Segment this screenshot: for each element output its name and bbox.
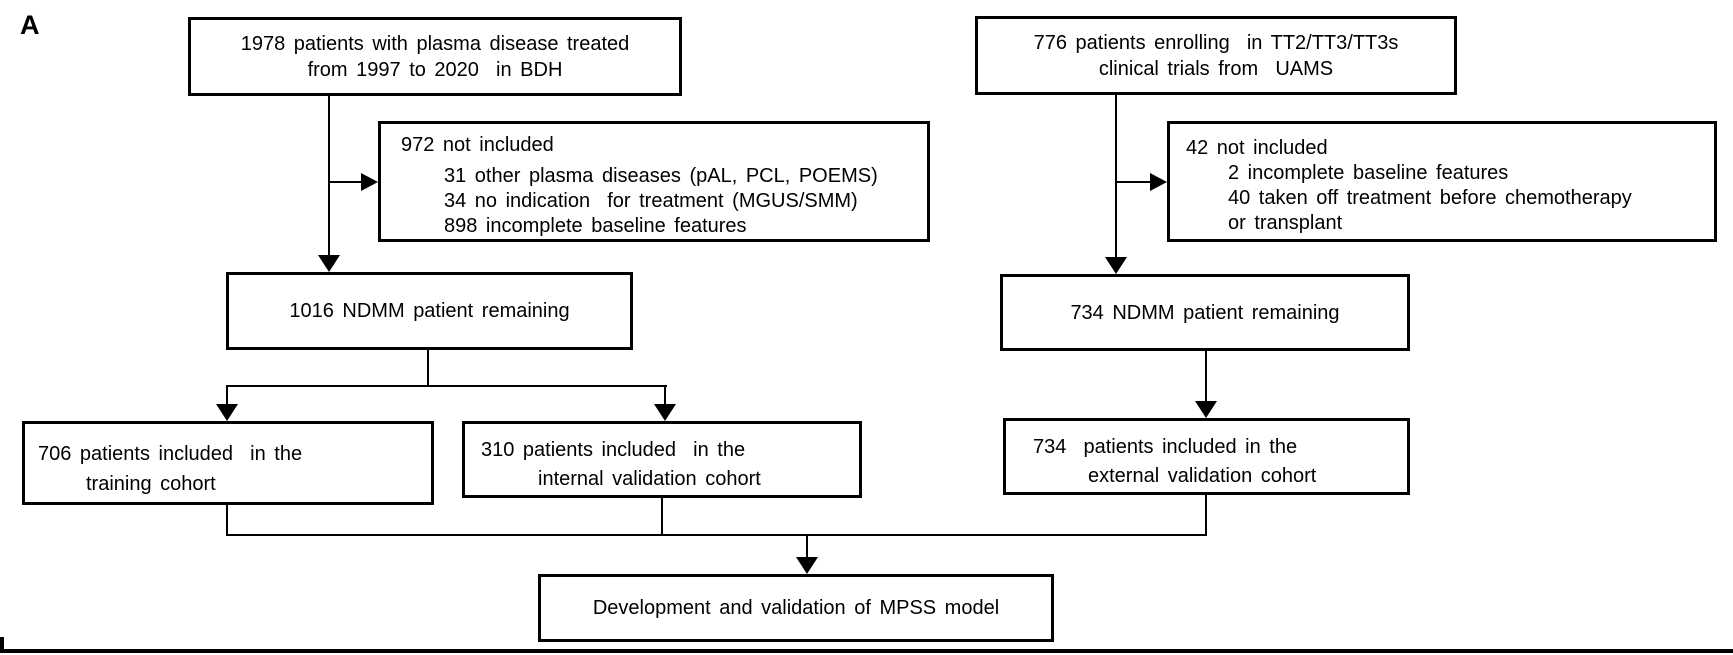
box-line: 2 incomplete baseline features (1228, 162, 1509, 184)
connector-bdh-source-to-remaining (328, 96, 330, 258)
arrowhead-down-icon (1105, 257, 1127, 274)
box-line: 34 no indication for treatment (MGUS/SMM… (444, 190, 858, 212)
box-uams-excluded: 42 not included 2 incomplete baseline fe… (1167, 121, 1717, 242)
box-bdh-source: 1978 patients with plasma disease treate… (188, 17, 682, 96)
arrowhead-right-icon (1150, 173, 1167, 191)
box-line: 898 incomplete baseline features (444, 215, 747, 237)
connector-merge-horizontal (226, 534, 1207, 536)
box-line: 706 patients included in the (38, 443, 303, 465)
box-line: Development and validation of MPSS model (592, 597, 1000, 619)
box-line: clinical trials from UAMS (1098, 57, 1334, 80)
box-line: from 1997 to 2020 in BDH (307, 58, 563, 81)
connector-uams-source-to-remaining (1115, 95, 1117, 257)
box-line: 776 patients enrolling in TT2/TT3/TT3s (1033, 31, 1399, 54)
box-bdh-excluded: 972 not included 31 other plasma disease… (378, 121, 930, 242)
connector-to-internal-validation (664, 385, 666, 406)
connector-external-drop (1205, 495, 1207, 536)
connector-to-outcome (806, 536, 808, 559)
box-line: 42 not included (1186, 137, 1328, 159)
connector-uams-exclusion-branch (1115, 181, 1150, 183)
box-uams-source: 776 patients enrolling in TT2/TT3/TT3s c… (975, 16, 1457, 95)
box-line: 972 not included (401, 134, 554, 156)
box-line: external validation cohort (1088, 465, 1317, 487)
box-line: 1978 patients with plasma disease treate… (240, 32, 630, 55)
box-outcome-mpss-model: Development and validation of MPSS model (538, 574, 1054, 642)
box-line: internal validation cohort (538, 468, 761, 490)
panel-bottom-border (0, 649, 1733, 653)
box-internal-validation-cohort: 310 patients included in the internal va… (462, 421, 862, 498)
box-uams-remaining: 734 NDMM patient remaining (1000, 274, 1410, 351)
connector-to-training (226, 385, 228, 406)
arrowhead-down-icon (796, 557, 818, 574)
arrowhead-right-icon (361, 173, 378, 191)
connector-training-drop (226, 505, 228, 536)
box-line: training cohort (86, 473, 216, 495)
box-line: 310 patients included in the (481, 439, 746, 461)
box-line: 31 other plasma diseases (pAL, PCL, POEM… (444, 165, 878, 187)
box-external-validation-cohort: 734 patients included in the external va… (1003, 418, 1410, 495)
box-line: 1016 NDMM patient remaining (289, 300, 570, 322)
box-line: or transplant (1228, 212, 1343, 234)
connector-to-external-validation (1205, 351, 1207, 403)
box-line: 40 taken off treatment before chemothera… (1228, 187, 1632, 209)
arrowhead-down-icon (216, 404, 238, 421)
connector-bdh-remaining-drop (427, 350, 429, 387)
panel-label: A (20, 10, 40, 40)
arrowhead-down-icon (654, 404, 676, 421)
box-bdh-remaining: 1016 NDMM patient remaining (226, 272, 633, 350)
connector-split-horizontal (226, 385, 667, 387)
connector-bdh-exclusion-branch (328, 181, 361, 183)
box-line: 734 NDMM patient remaining (1070, 301, 1340, 324)
panel-left-border-stub (0, 637, 4, 653)
arrowhead-down-icon (318, 255, 340, 272)
connector-internal-drop (661, 498, 663, 536)
box-line: 734 patients included in the (1033, 436, 1298, 458)
arrowhead-down-icon (1195, 401, 1217, 418)
box-training-cohort: 706 patients included in the training co… (22, 421, 434, 505)
